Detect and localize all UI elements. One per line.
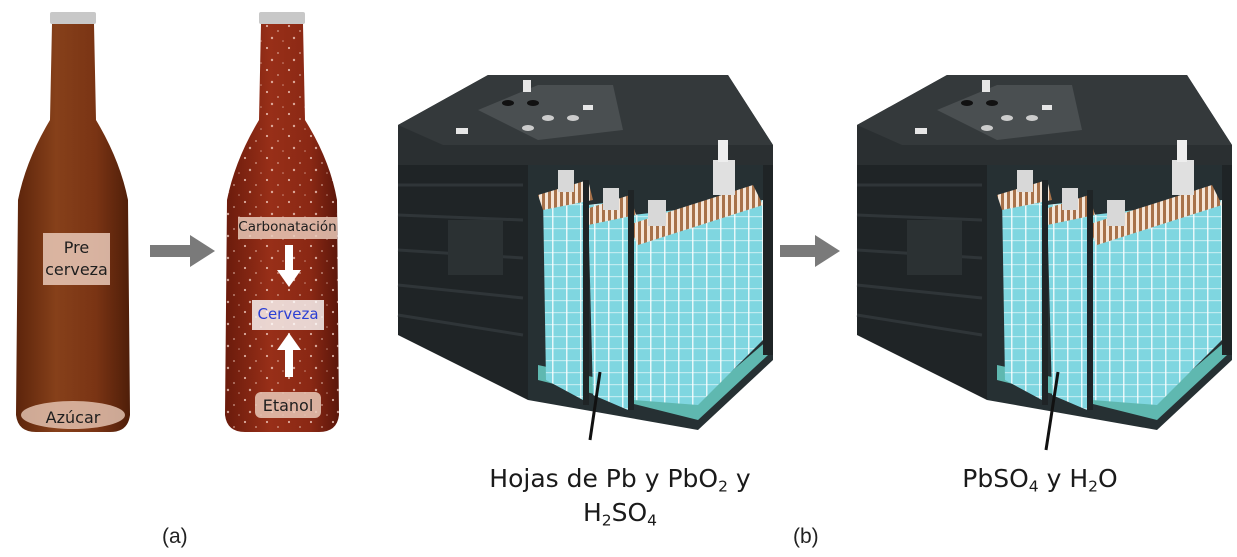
battery-2 [855, 73, 1234, 451]
arrow-b [780, 235, 840, 267]
beer-label: Cerveza [257, 305, 319, 323]
cap1-part1: Hojas de Pb y PbO [489, 464, 719, 493]
cap2-part3: O [1098, 464, 1118, 493]
panel-a-label: (a) [162, 525, 188, 548]
cap1-sub1: 2 [718, 477, 728, 496]
pre-beer-line1: Pre [63, 238, 90, 257]
cap2-part2: y H [1038, 464, 1089, 493]
cap1-part4: SO [611, 498, 648, 527]
panel-b-label: (b) [793, 525, 819, 548]
cap2-sub1: 4 [1028, 477, 1039, 496]
sugar-label: Azúcar [45, 408, 101, 427]
carbonation-label: Carbonatación [238, 219, 337, 235]
arrow-a [150, 235, 215, 267]
pre-beer-line2: cerveza [45, 260, 108, 279]
bottle-1 [16, 12, 130, 432]
ethanol-label: Etanol [262, 396, 314, 415]
cap1-sub2: 2 [601, 511, 612, 530]
battery-1-caption: Hojas de Pb y PbO2 y H2SO4 [470, 462, 770, 530]
cap1-part3: H [582, 498, 602, 527]
cap2-sub2: 2 [1088, 477, 1099, 496]
battery-1 [396, 73, 775, 441]
cap2-part1: PbSO [962, 464, 1029, 493]
cap1-sub3: 4 [647, 511, 658, 530]
bottle-2 [225, 12, 339, 432]
battery-2-caption: PbSO4 y H2O [940, 462, 1140, 496]
cap1-part2: y [727, 464, 751, 493]
pre-beer-label: Pre cerveza [43, 237, 110, 281]
